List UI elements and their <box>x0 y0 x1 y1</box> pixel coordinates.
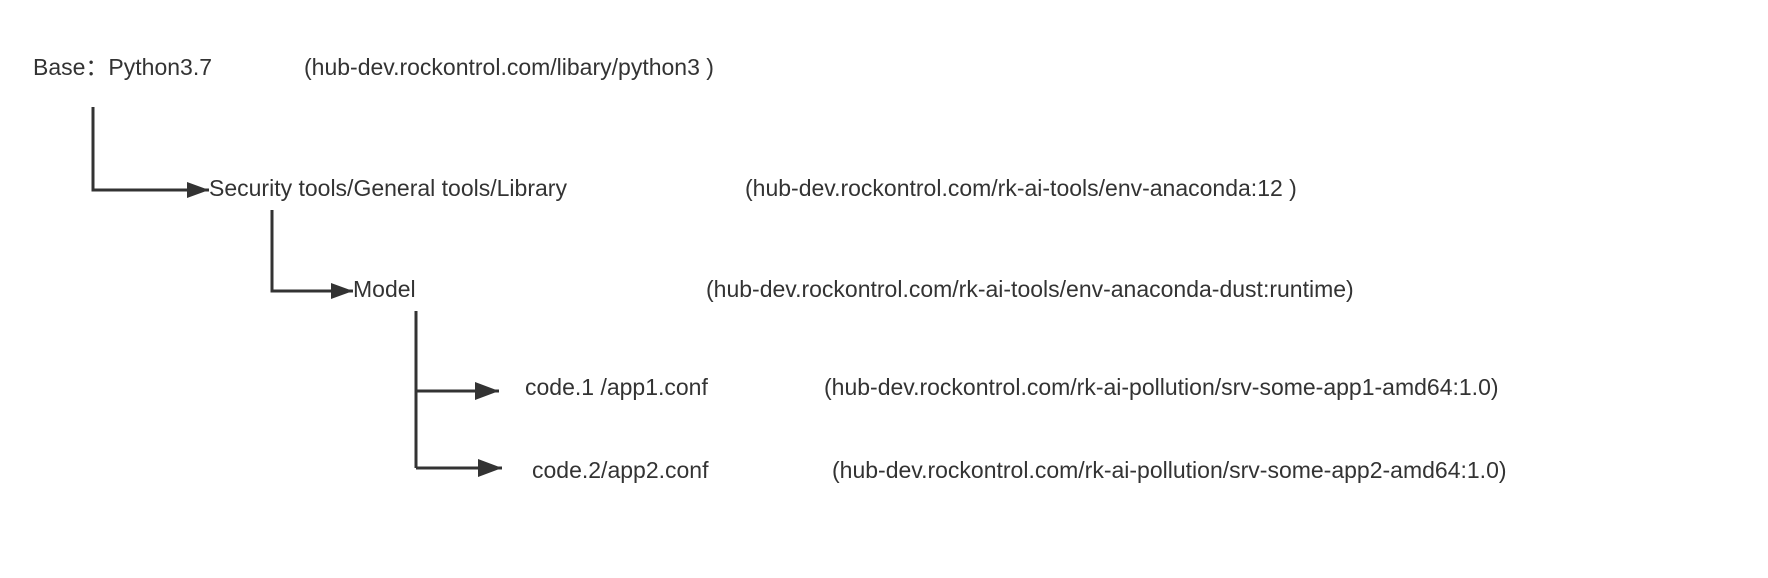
arrowhead-icon <box>187 182 209 198</box>
node-image-base: (hub-dev.rockontrol.com/libary/python3 ) <box>304 54 714 80</box>
node-image-app2: (hub-dev.rockontrol.com/rk-ai-pollution/… <box>832 457 1507 483</box>
node-image-tools: (hub-dev.rockontrol.com/rk-ai-tools/env-… <box>745 175 1297 201</box>
connector-model-to-apps <box>414 311 502 477</box>
node-image-app1: (hub-dev.rockontrol.com/rk-ai-pollution/… <box>824 374 1499 400</box>
connector-base-to-tools <box>91 107 209 198</box>
node-name-app2: code.2/app2.conf <box>532 457 709 483</box>
node-image-model: (hub-dev.rockontrol.com/rk-ai-tools/env-… <box>706 276 1354 302</box>
arrowhead-icon <box>475 382 499 400</box>
node-name-model: Model <box>353 276 416 302</box>
node-name-app1: code.1 /app1.conf <box>525 374 708 400</box>
node-name-tools: Security tools/General tools/Library <box>209 175 567 201</box>
connector-tools-to-model <box>270 210 353 299</box>
arrowhead-icon <box>478 459 502 477</box>
arrowhead-icon <box>331 283 353 299</box>
node-name-base: Base：Python3.7 <box>33 54 213 80</box>
